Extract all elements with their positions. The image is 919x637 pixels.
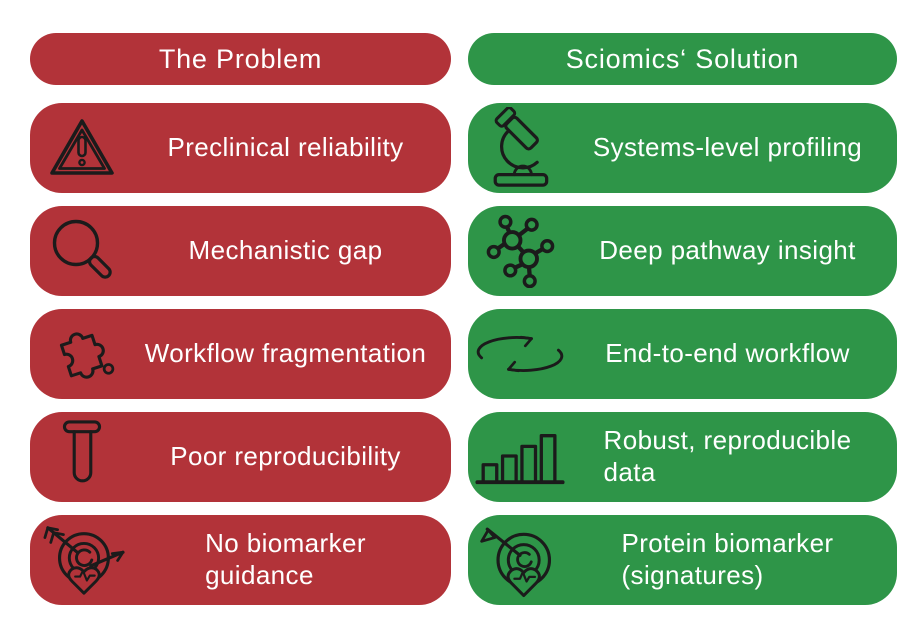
row-end-to-end-workflow: End-to-end workflow — [468, 309, 897, 399]
row-label: Mechanistic gap — [188, 235, 383, 266]
row-label: Preclinical reliability — [167, 132, 404, 163]
test-tube-icon — [30, 419, 134, 495]
puzzle-piece-icon — [30, 318, 134, 390]
row-label: No biomarker guidance — [205, 528, 366, 590]
row-mechanistic-gap: Mechanistic gap — [30, 206, 451, 296]
problem-header-label: The Problem — [158, 43, 323, 74]
row-label: Robust, reproducible data — [603, 425, 852, 487]
row-deep-pathway-insight: Deep pathway insight — [468, 206, 897, 296]
row-label: Poor reproducibility — [170, 441, 401, 472]
row-label: Workflow fragmentation — [144, 338, 427, 369]
problem-header-pill: The Problem — [30, 33, 451, 85]
row-systems-level-profiling: Systems-level profiling — [468, 103, 897, 193]
warning-triangle-icon — [30, 117, 134, 179]
row-label: End-to-end workflow — [605, 338, 850, 369]
row-protein-biomarker-signatures: Protein biomarker (signatures) — [468, 515, 897, 605]
solution-column: Sciomics‘ Solution Systems-level profili… — [468, 33, 897, 605]
microscope-icon — [468, 107, 572, 189]
biomarker-target-icon — [30, 519, 134, 601]
solution-header-label: Sciomics‘ Solution — [565, 43, 800, 74]
solution-header-pill: Sciomics‘ Solution — [468, 33, 897, 85]
row-workflow-fragmentation: Workflow fragmentation — [30, 309, 451, 399]
row-preclinical-reliability: Preclinical reliability — [30, 103, 451, 193]
magnifier-icon — [30, 216, 134, 286]
problem-column: The Problem Preclinical reliability — [30, 33, 451, 605]
row-robust-reproducible-data: Robust, reproducible data — [468, 412, 897, 502]
pathway-network-icon — [468, 214, 572, 288]
cycle-arrows-icon — [468, 328, 572, 380]
row-label: Protein biomarker (signatures) — [621, 528, 834, 590]
row-poor-reproducibility: Poor reproducibility — [30, 412, 451, 502]
row-no-biomarker-guidance: No biomarker guidance — [30, 515, 451, 605]
row-label: Systems-level profiling — [592, 132, 863, 163]
row-label: Deep pathway insight — [599, 235, 856, 266]
protein-target-arrow-icon — [468, 516, 572, 604]
bar-chart-icon — [468, 426, 572, 488]
